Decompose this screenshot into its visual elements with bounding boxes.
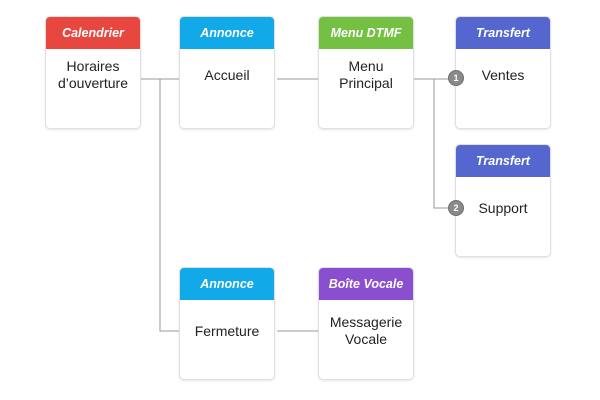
node-calendar-type: Calendrier xyxy=(46,17,140,49)
node-support[interactable]: Transfert Support xyxy=(456,145,550,256)
node-welcome-type: Annonce xyxy=(180,17,274,49)
node-voicemail[interactable]: Boîte Vocale Messagerie Vocale xyxy=(319,268,413,379)
dtmf-key-badge-1: 1 xyxy=(448,70,464,86)
node-sales-label: Ventes xyxy=(481,66,525,83)
connector-menu-support xyxy=(433,79,456,209)
node-main-menu-label: Menu Principal xyxy=(339,58,393,91)
connector-calendar-closing xyxy=(159,79,179,332)
node-main-menu-type: Menu DTMF xyxy=(319,17,413,49)
node-sales-type: Transfert xyxy=(456,17,550,49)
dtmf-key-badge-2: 2 xyxy=(448,200,464,216)
node-closing-label: Fermeture xyxy=(194,322,260,339)
node-sales[interactable]: Transfert Ventes xyxy=(456,17,550,128)
node-closing-type: Annonce xyxy=(180,268,274,300)
node-calendar-label: Horaires d’ouverture xyxy=(57,58,129,91)
node-welcome-label: Accueil xyxy=(204,66,250,83)
node-support-label: Support xyxy=(478,199,528,216)
node-main-menu[interactable]: Menu DTMF Menu Principal xyxy=(319,17,413,128)
node-voicemail-type: Boîte Vocale xyxy=(319,268,413,300)
node-welcome[interactable]: Annonce Accueil xyxy=(180,17,274,128)
node-voicemail-label: Messagerie Vocale xyxy=(329,314,403,347)
node-closing[interactable]: Annonce Fermeture xyxy=(180,268,274,379)
node-support-type: Transfert xyxy=(456,145,550,177)
node-calendar[interactable]: Calendrier Horaires d’ouverture xyxy=(46,17,140,128)
